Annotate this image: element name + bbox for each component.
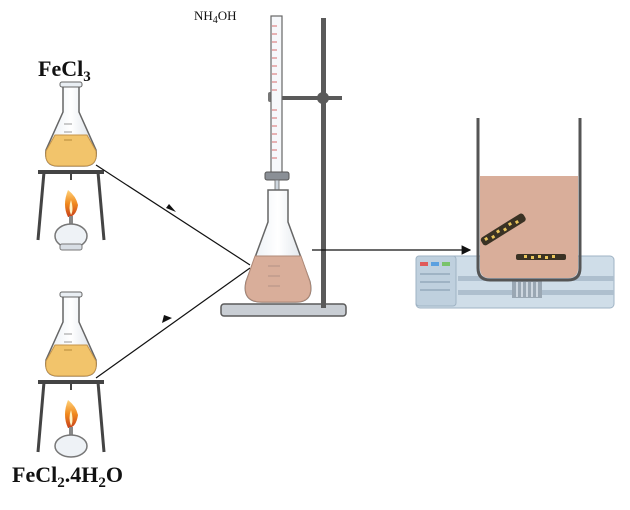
fecl2-label: FeCl2.4H2O [12, 462, 123, 492]
tripod-icon [36, 170, 106, 241]
burette-icon [264, 15, 290, 195]
burner-icon [54, 190, 88, 251]
beaker-icon [476, 118, 582, 282]
fecl2-p1: FeCl [12, 462, 58, 487]
flask-icon [244, 189, 312, 303]
flask-icon [45, 81, 97, 167]
fecl3-label: FeCl3 [38, 56, 91, 86]
nh4oh-p1: NH [194, 8, 213, 23]
fecl3-main: FeCl [38, 56, 84, 81]
fecl2-setup [36, 291, 106, 458]
tripod-icon [36, 380, 106, 453]
flask-icon [45, 291, 97, 377]
fecl3-sub: 3 [83, 69, 91, 85]
fecl3-setup [36, 81, 106, 251]
flow-arrows-left [95, 164, 251, 379]
stir-bar [480, 213, 566, 260]
fecl2-p2: .4H [64, 462, 99, 487]
fecl2-p3: O [105, 462, 123, 487]
nh4oh-label: NH4OH [194, 8, 237, 26]
fecl2-s2: 2 [98, 475, 106, 491]
titration-setup [220, 15, 347, 317]
nh4oh-s1: 4 [212, 15, 218, 26]
burner-icon [54, 400, 88, 458]
nh4oh-p2: OH [217, 8, 237, 23]
fecl2-s1: 2 [57, 475, 65, 491]
